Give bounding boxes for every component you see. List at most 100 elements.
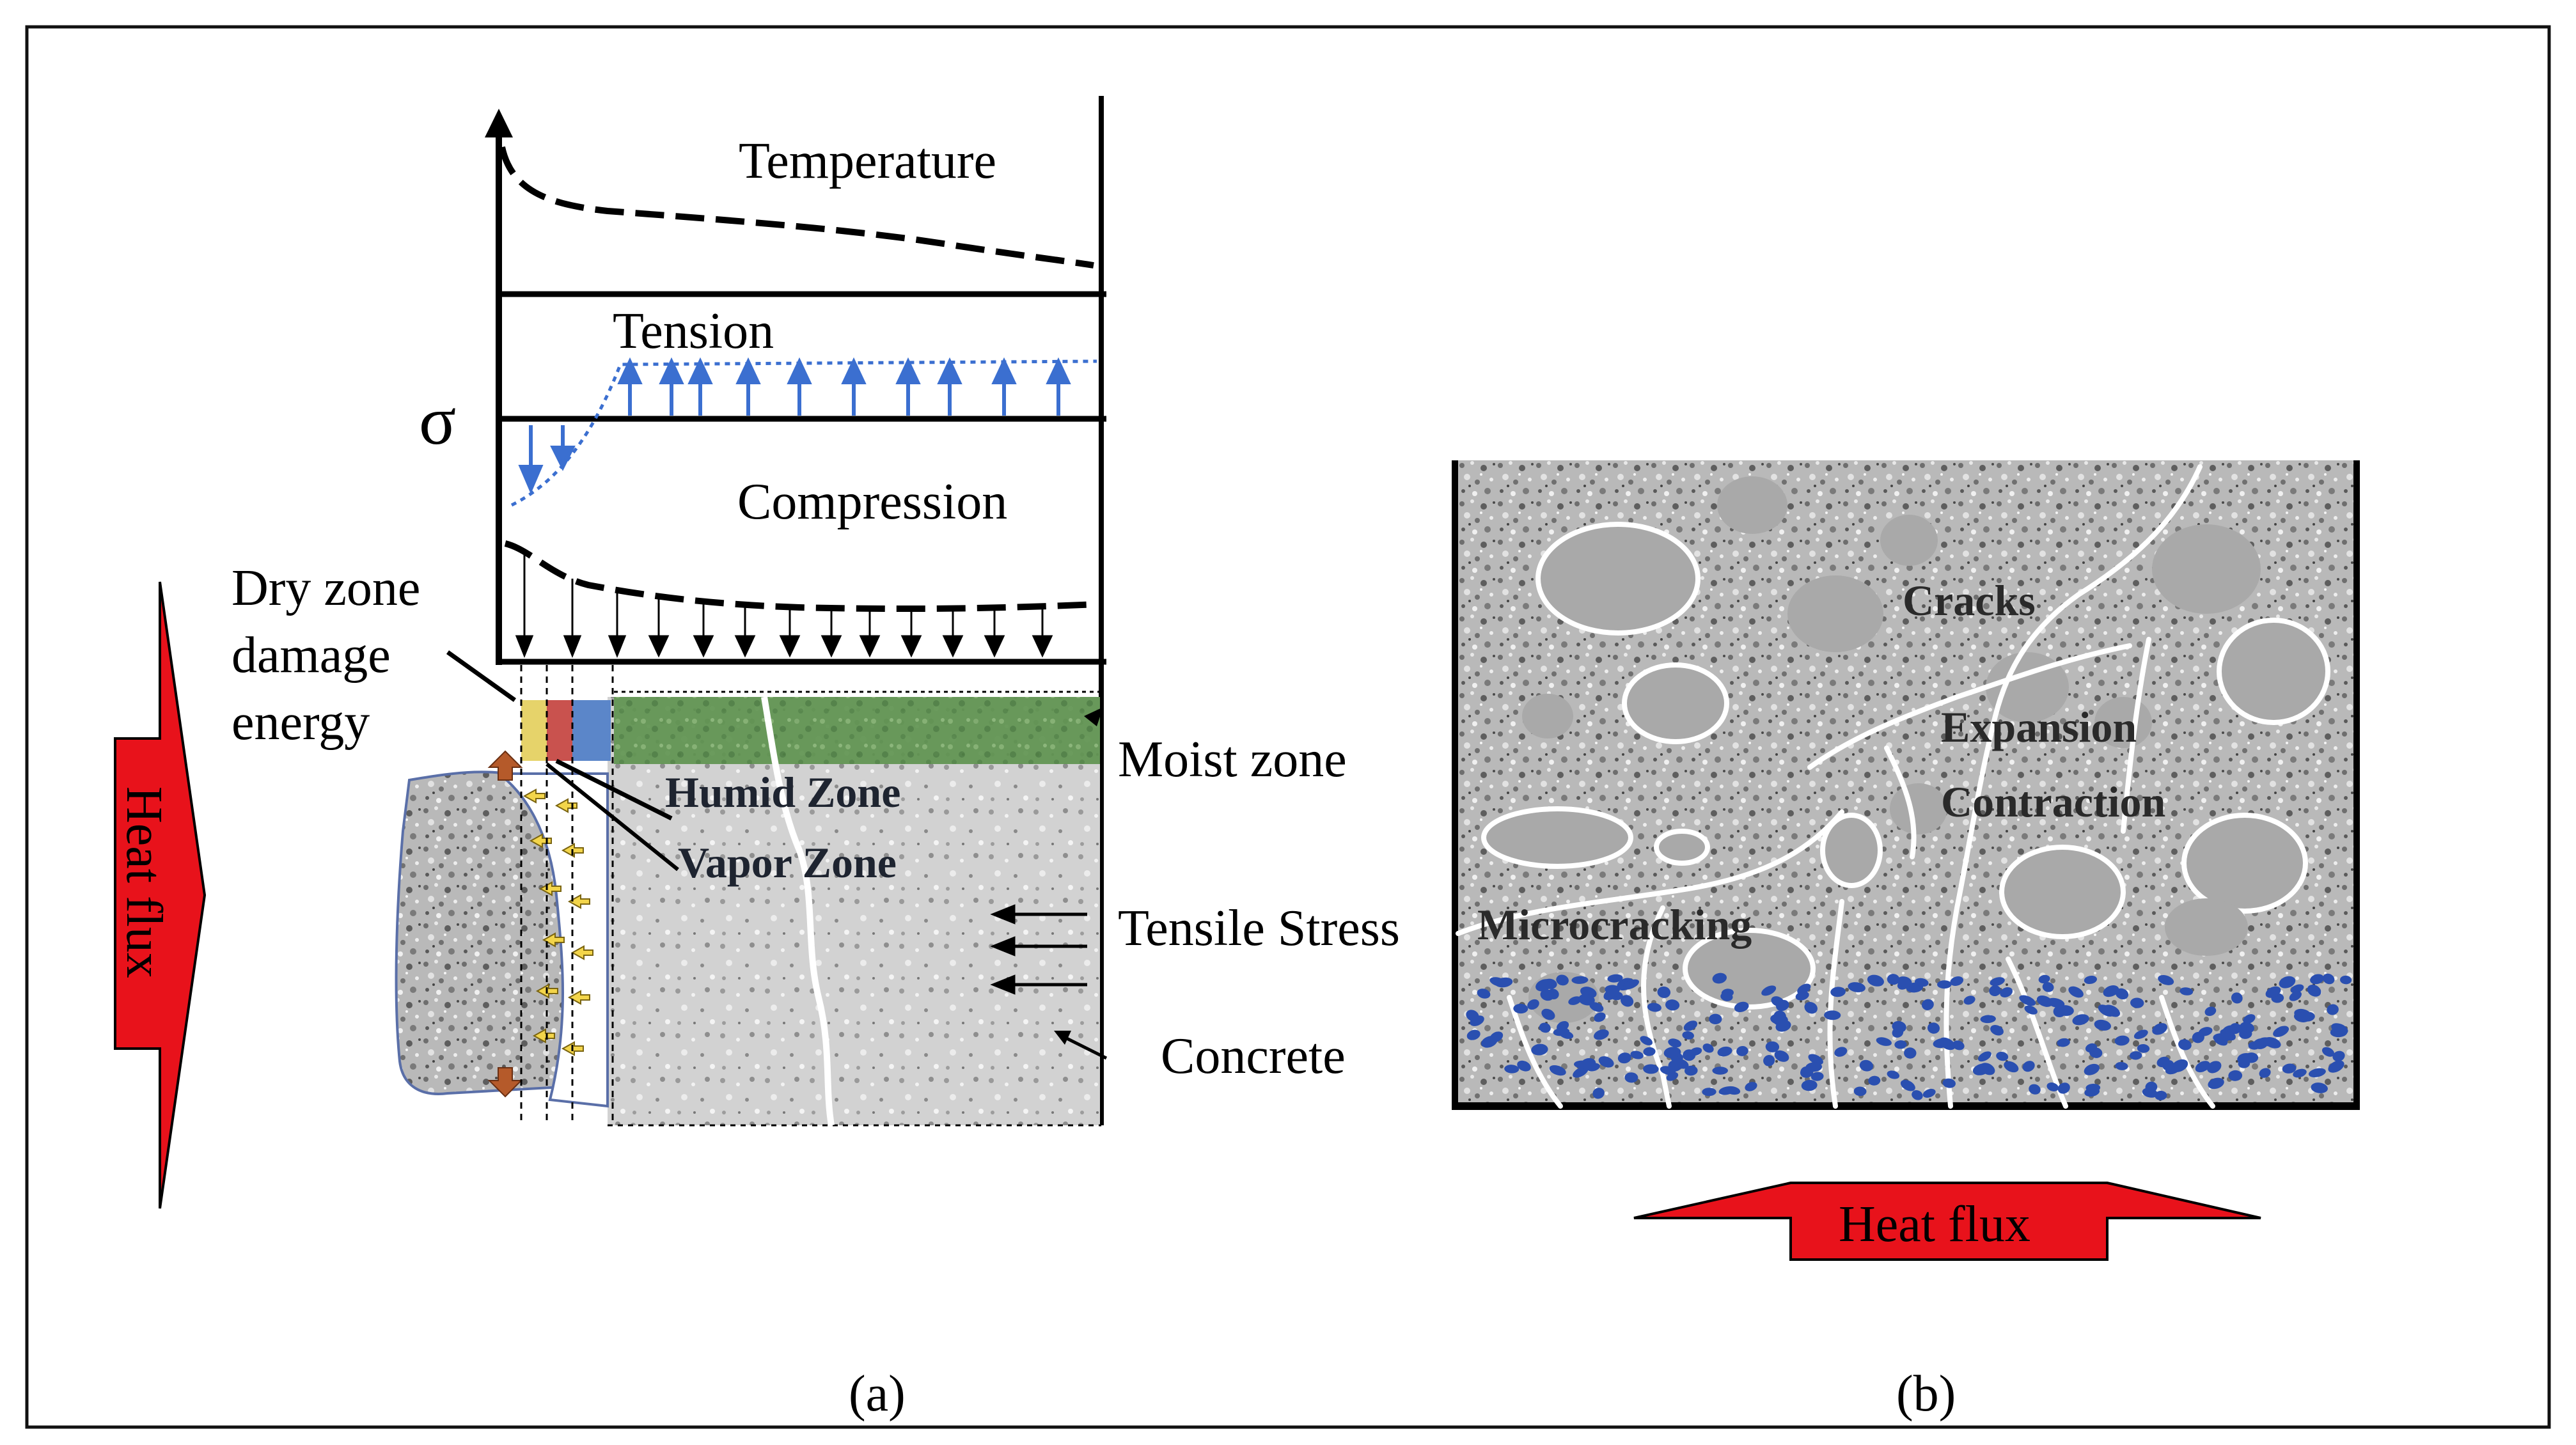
label-moist-zone: Moist zone: [1118, 731, 1347, 788]
moisture-pore: [1682, 1031, 1694, 1040]
moisture-pore: [1922, 1088, 1936, 1098]
moisture-pore: [1736, 1045, 1748, 1056]
label-vapor-zone: Vapor Zone: [678, 838, 897, 887]
moist-zone-pointer: [1084, 707, 1103, 726]
moisture-pore: [1939, 1037, 1956, 1051]
moisture-pore: [2103, 985, 2119, 997]
moisture-pore: [2162, 1059, 2174, 1071]
moisture-pore: [1683, 1049, 1696, 1061]
moisture-pore: [1868, 1075, 1881, 1086]
moisture-pore: [1504, 1065, 1520, 1074]
moisture-pore: [1549, 1065, 1566, 1076]
moisture-pore: [1622, 979, 1639, 990]
moisture-pore: [2195, 1061, 2210, 1073]
moisture-pore: [1621, 995, 1634, 1007]
moisture-pore: [1640, 1036, 1653, 1045]
moisture-pore: [2155, 1090, 2167, 1100]
spall-cavity: [495, 772, 609, 1108]
moisture-pore: [1527, 999, 1539, 1010]
zone-boundaries: [520, 665, 614, 1125]
moisture-pore: [1867, 974, 1884, 987]
humid-zone-leader: [555, 758, 673, 821]
caption-b: (b): [1896, 1366, 1956, 1422]
moisture-pore: [1921, 999, 1934, 1010]
concrete-crack: [761, 696, 835, 1126]
moisture-pore: [2115, 988, 2129, 1000]
moisture-pore: [1720, 992, 1733, 1001]
moisture-pore: [2115, 1061, 2128, 1070]
moisture-pore: [1660, 1066, 1676, 1075]
moisture-pore: [2327, 1004, 2339, 1015]
moisture-pore: [1989, 985, 2001, 997]
moisture-pore: [1531, 1043, 1548, 1056]
moisture-pore: [1556, 974, 1569, 986]
heat-flux-arrow-b: [1633, 1182, 2261, 1261]
moisture-pore: [2084, 1063, 2100, 1075]
moisture-pore: [2000, 987, 2013, 997]
label-dry-zone-3: energy: [232, 694, 370, 751]
moisture-pore: [1683, 1020, 1698, 1031]
moisture-pore: [1594, 1012, 1606, 1022]
moisture-pore: [1763, 1055, 1775, 1066]
moisture-pore: [2019, 995, 2036, 1006]
dry-zone-leader: [446, 650, 517, 702]
moisture-pore: [1774, 1050, 1789, 1062]
moisture-pore: [1876, 1037, 1892, 1046]
moisture-pore: [1990, 1025, 2004, 1036]
moisture-pore: [1598, 1056, 1614, 1068]
moisture-pore: [1952, 1040, 1965, 1051]
moisture-pore: [2311, 1082, 2328, 1093]
label-microcracking: Microcracking: [1477, 900, 1752, 949]
moisture-pore: [1535, 979, 1552, 992]
moisture-pore: [1942, 1078, 1956, 1088]
moisture-pore: [1937, 980, 1952, 989]
outer-frame: [25, 25, 2551, 1429]
panel-a: [114, 96, 1108, 1209]
brown-arrow-top: [487, 750, 523, 781]
moisture-pore: [2085, 1043, 2098, 1053]
moisture-pore: [1489, 1031, 1504, 1043]
moisture-pore: [1887, 1070, 1900, 1079]
moisture-pore: [2133, 1029, 2148, 1040]
moisture-pore: [1589, 1002, 1604, 1012]
moisture-pore: [1553, 1027, 1570, 1036]
moisture-pore: [1824, 1010, 1841, 1020]
moisture-pore: [2057, 1038, 2070, 1047]
moisture-pore: [1914, 978, 1929, 987]
moisture-pore: [1800, 1066, 1814, 1078]
moisture-pore: [2084, 975, 2098, 985]
moisture-pore: [1810, 1072, 1824, 1081]
moisture-pore: [1804, 1002, 1818, 1014]
moisture-pore: [2321, 1047, 2335, 1057]
label-temperature: Temperature: [739, 133, 997, 189]
moisture-pore: [1547, 988, 1559, 1000]
moisture-pore: [2293, 1012, 2310, 1022]
moisture-pore: [2282, 1063, 2297, 1074]
moisture-pore: [2022, 1061, 2035, 1072]
moisture-pore: [1541, 1008, 1555, 1020]
moisture-pore: [1834, 1047, 1848, 1057]
moisture-pore: [2228, 1070, 2243, 1081]
brown-arrow-bottom: [487, 1067, 523, 1098]
moisture-pore: [2279, 976, 2296, 988]
moisture-pore: [1702, 1043, 1714, 1053]
moisture-pore: [2130, 1051, 2142, 1060]
moisture-pore: [2158, 974, 2174, 985]
moisture-pore: [1592, 1088, 1605, 1099]
moisture-pore: [1892, 1020, 1906, 1033]
moisture-pore: [2094, 1019, 2112, 1031]
moisture-pore: [2204, 1006, 2217, 1017]
moisture-pore: [1808, 1054, 1823, 1065]
label-humid-zone: Humid Zone: [665, 768, 901, 816]
label-heat-flux-a: Heat flux: [116, 786, 172, 978]
moisture-pore: [1643, 1047, 1656, 1056]
moisture-pore: [1603, 988, 1619, 1001]
moisture-pore: [1734, 1001, 1749, 1013]
moisture-pore: [1630, 1051, 1644, 1059]
label-cracks: Cracks: [1903, 576, 2036, 625]
moisture-pore: [1573, 1066, 1589, 1078]
moisture-pore: [1830, 987, 1846, 997]
moisture-pore: [1745, 1082, 1757, 1091]
moisture-pore: [2114, 1035, 2130, 1046]
